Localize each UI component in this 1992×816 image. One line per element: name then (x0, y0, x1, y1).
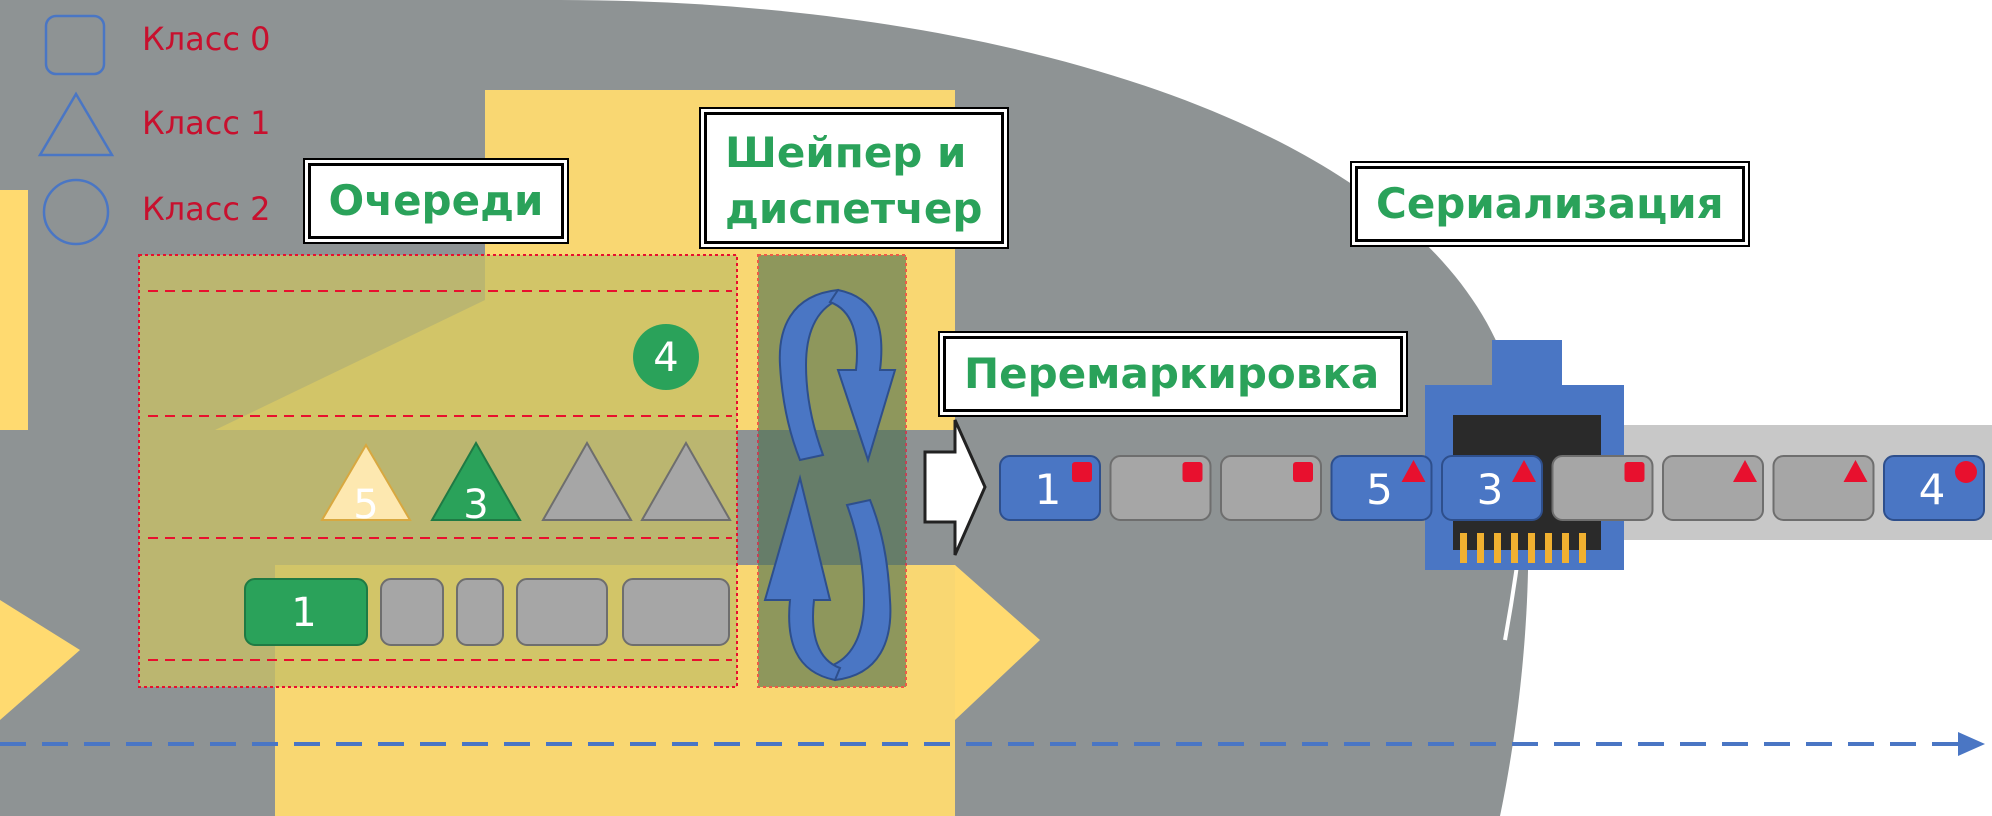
remarking-label: Перемаркировка (943, 336, 1403, 412)
legend-circle-icon (42, 178, 110, 246)
square-marker-icon (1624, 462, 1645, 482)
queue-rect-packet (456, 578, 504, 646)
wire-packet (1662, 455, 1764, 521)
square-marker-icon (1072, 462, 1092, 482)
serialization-label: Сериализация (1355, 166, 1745, 242)
wire-packet (1109, 455, 1212, 521)
queue-circle-packet (633, 324, 699, 390)
legend (37, 14, 115, 246)
triangle-marker-icon (1733, 460, 1757, 482)
queue-triangle-number: 5 (353, 482, 378, 528)
queue-circle-number: 4 (653, 335, 678, 381)
queue-triangle-packet (320, 443, 412, 521)
queue-rect-number: 1 (291, 590, 316, 636)
wire-packet-number: 1 (1035, 465, 1062, 514)
cycle-arrows-icon (763, 288, 897, 682)
wire-packet: 3 (1441, 455, 1543, 521)
queue-rect-packet (516, 578, 608, 646)
wire-packet: 4 (1883, 455, 1985, 521)
output-arrow-icon (923, 419, 987, 556)
queue-rect-packet (380, 578, 444, 646)
legend-square-icon (44, 14, 106, 76)
wire-packet: 5 (1330, 455, 1433, 521)
triangle-marker-icon (1512, 460, 1536, 482)
wire-packet (1551, 455, 1654, 521)
wire-packet-body (1772, 455, 1875, 521)
wire-packet-number: 5 (1366, 465, 1393, 514)
shaper-area (757, 254, 907, 688)
legend-class0-label: Класс 0 (142, 20, 271, 58)
triangle-marker-icon (1843, 460, 1868, 482)
wire-packet-number: 3 (1477, 465, 1504, 514)
shaper-label-line2: диспетчер (725, 184, 983, 233)
wire-packet-body (1662, 455, 1764, 521)
legend-triangle-icon (37, 91, 115, 157)
queue-rect-packet (244, 578, 368, 646)
wire-packet (1772, 455, 1875, 521)
wire-packet: 1 (999, 455, 1101, 521)
wire-packet (1220, 455, 1322, 521)
shaper-label: Шейпер и диспетчер (704, 112, 1004, 244)
legend-class2-label: Класс 2 (142, 190, 271, 228)
class0-queue: 1 (244, 578, 730, 646)
legend-class1-label: Класс 1 (142, 104, 271, 142)
class1-queue: 5 3 (320, 440, 732, 528)
wire-packet-body (1441, 455, 1543, 521)
wire-packet-number: 4 (1919, 465, 1946, 514)
queue-triangle-packet (541, 440, 633, 521)
triangle-marker-icon (1401, 460, 1426, 482)
queue-triangle-packet (640, 440, 732, 521)
square-marker-icon (1293, 462, 1313, 482)
queues-label: Очереди (308, 163, 564, 239)
circle-marker-icon (1955, 461, 1977, 483)
queue-triangle-packet (430, 440, 522, 521)
queue-rect-packet (622, 578, 730, 646)
queue-triangle-number: 3 (463, 482, 488, 528)
square-marker-icon (1182, 462, 1203, 482)
shaper-label-line1: Шейпер и (725, 128, 967, 177)
class2-queue: 4 (633, 324, 699, 390)
wire-packet-body (1330, 455, 1433, 521)
